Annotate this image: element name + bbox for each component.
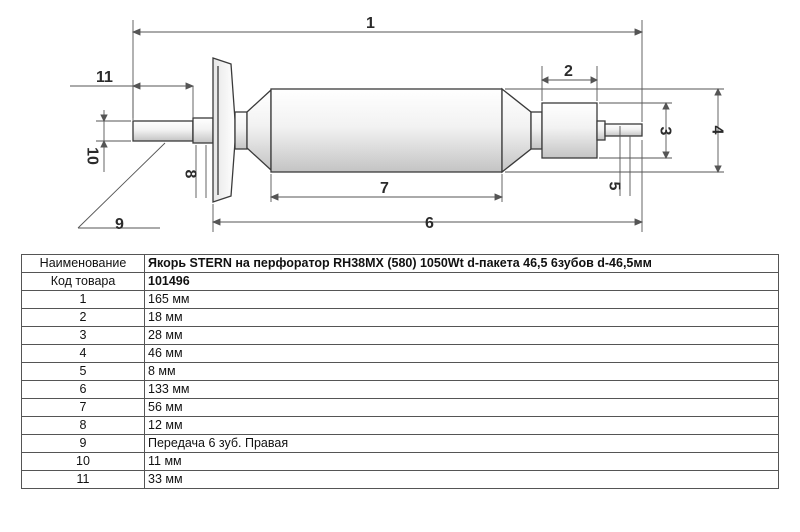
shaft-collar [192,117,214,144]
dim-label-7: 7 [380,180,389,197]
dim-label-11: 11 [96,69,113,86]
dimension-number: 10 [21,452,145,471]
dimension-value: 165 мм [144,290,779,309]
dimension-value: 28 мм [144,326,779,345]
dimension-value: 11 мм [144,452,779,471]
dimension-value: 133 мм [144,380,779,399]
fan-hub [234,111,248,150]
dimension-number: 11 [21,470,145,489]
dim-label-1: 1 [366,15,375,32]
name-label: Наименование [21,254,145,273]
bearing-seat [596,120,606,141]
product-name: Якорь STERN на перфоратор RH38MX (580) 1… [144,254,779,273]
dim-label-5: 5 [606,182,623,191]
dimension-value: 33 мм [144,470,779,489]
dimension-number: 8 [21,416,145,435]
fan-disc [212,57,236,203]
dim-label-6: 6 [425,215,434,232]
dimension-value: 8 мм [144,362,779,381]
dimension-value: Передача 6 зуб. Правая [144,434,779,453]
dimension-value: 18 мм [144,308,779,327]
winding-cone-left [246,88,272,172]
armature-core [270,88,503,173]
shaft-end [604,123,643,137]
dimension-number: 4 [21,344,145,363]
dimension-lines [70,20,724,232]
armature-drawing: 1 2 3 4 5 6 7 8 9 10 11 [70,15,726,233]
dimension-value: 56 мм [144,398,779,417]
dim-label-3: 3 [657,127,674,136]
dimension-value: 12 мм [144,416,779,435]
dimension-number: 7 [21,398,145,417]
winding-cone-right [501,87,532,174]
dim-label-2: 2 [564,63,573,80]
gear-shaft [132,120,194,142]
dimension-number: 2 [21,308,145,327]
dimension-number: 3 [21,326,145,345]
commutator [541,102,598,159]
dim-label-9: 9 [115,216,124,233]
spec-table: Наименование Якорь STERN на перфоратор R… [21,254,779,489]
dimension-number: 1 [21,290,145,309]
dimension-number: 6 [21,380,145,399]
product-code: 101496 [144,272,779,291]
armature-part [132,57,643,203]
commutator-neck [530,111,543,150]
dim-label-8: 8 [182,170,199,179]
dim-label-10: 10 [84,147,101,165]
dimension-number: 5 [21,362,145,381]
dim-label-4: 4 [709,126,726,135]
dimension-number: 9 [21,434,145,453]
table-row-name: Наименование Якорь STERN на перфоратор R… [21,254,779,273]
table-row-code: Код товара 101496 [21,272,779,291]
code-label: Код товара [21,272,145,291]
dimension-value: 46 мм [144,344,779,363]
